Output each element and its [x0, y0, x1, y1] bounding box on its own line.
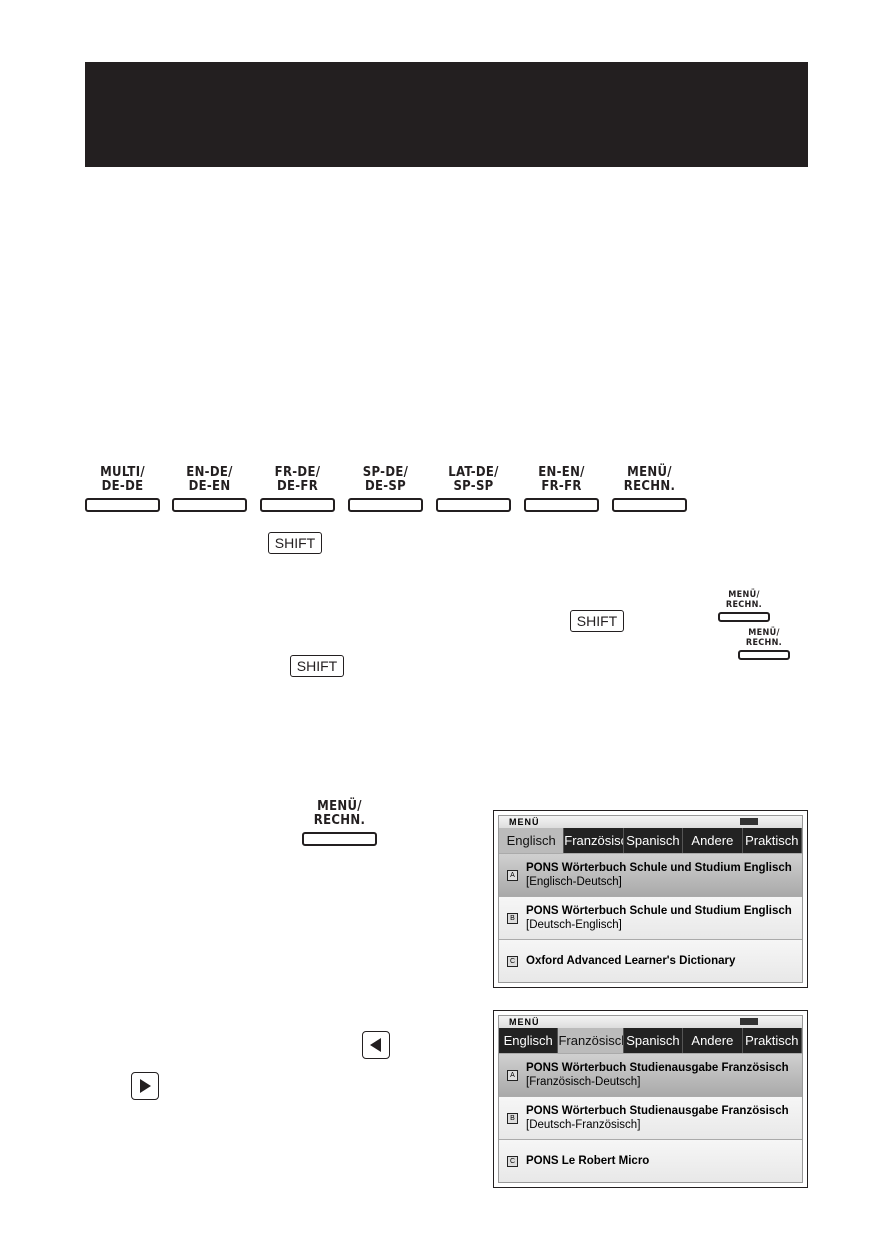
item-title: PONS Wörterbuch Schule und Studium Engli… [526, 862, 792, 874]
item-letter-icon: A [507, 869, 518, 881]
shift-key[interactable]: SHIFT [290, 655, 344, 677]
item-letter-icon: C [507, 955, 518, 967]
tab-praktisch[interactable]: Praktisch [743, 1028, 803, 1053]
dictionary-key[interactable]: MENÜ/RECHN. [612, 466, 687, 512]
menu-rechn-key-small[interactable]: MENÜ/RECHN. [718, 590, 770, 622]
key-label-bottom: RECHN. [745, 638, 783, 648]
dictionary-list-item[interactable]: A PONS Wörterbuch Studienausgabe Französi… [499, 1053, 802, 1096]
key-label-top: FR-DE/ [274, 465, 321, 480]
dictionary-key[interactable]: FR-DE/DE-FR [260, 466, 335, 512]
item-subtitle: [Französisch-Deutsch] [526, 1076, 641, 1088]
key-cap [260, 498, 335, 512]
screen-title-bar: MENÜ [499, 816, 802, 828]
dictionary-key[interactable]: MULTI/DE-DE [85, 466, 160, 512]
key-label-top: MENÜ/ [748, 628, 780, 638]
shift-key[interactable]: SHIFT [570, 610, 624, 632]
right-arrow-key-icon[interactable] [131, 1072, 159, 1100]
key-cap [85, 498, 160, 512]
key-cap [348, 498, 423, 512]
screen-title-bar: MENÜ [499, 1016, 802, 1028]
tab-französisch[interactable]: Französisch [564, 828, 624, 853]
key-label-bottom: RECHN. [313, 813, 366, 828]
tab-praktisch[interactable]: Praktisch [743, 828, 803, 853]
item-title: PONS Wörterbuch Studienausgabe Französis… [526, 1062, 789, 1074]
key-label-top: EN-EN/ [538, 465, 585, 480]
dictionary-list-item[interactable]: B PONS Wörterbuch Schule und Studium Engl… [499, 896, 802, 939]
key-label-top: MULTI/ [100, 465, 145, 480]
item-letter-icon: B [507, 912, 518, 924]
item-subtitle: [Englisch-Deutsch] [526, 876, 622, 888]
item-subtitle: [Deutsch-Englisch] [526, 919, 622, 931]
category-tabs: EnglischFranzösischSpanischAnderePraktis… [499, 828, 803, 853]
item-subtitle: [Deutsch-Französisch] [526, 1119, 641, 1131]
shift-key[interactable]: SHIFT [268, 532, 322, 554]
tab-französisch[interactable]: Französisch [558, 1028, 624, 1053]
menu-rechn-key-small[interactable]: MENÜ/RECHN. [738, 628, 790, 660]
dictionary-list-item[interactable]: B PONS Wörterbuch Studienausgabe Französi… [499, 1096, 802, 1139]
key-label-bottom: RECHN. [725, 600, 763, 610]
tab-andere[interactable]: Andere [683, 828, 743, 853]
key-label-bottom: DE-EN [188, 479, 231, 494]
key-label-bottom: DE-DE [101, 479, 144, 494]
screen-title: MENÜ [509, 1017, 540, 1027]
key-label-top: MENÜ/ [317, 799, 362, 814]
dictionary-key[interactable]: EN-EN/FR-FR [524, 466, 599, 512]
key-cap [172, 498, 247, 512]
dictionary-key[interactable]: SP-DE/DE-SP [348, 466, 423, 512]
key-label-bottom: DE-FR [276, 479, 319, 494]
dictionary-list-item[interactable]: A PONS Wörterbuch Schule und Studium Engl… [499, 853, 802, 896]
key-label-bottom: RECHN. [623, 479, 676, 494]
key-label-bottom: DE-SP [364, 479, 407, 494]
tab-englisch[interactable]: Englisch [499, 1028, 559, 1053]
key-label-top: MENÜ/ [728, 590, 760, 600]
tab-englisch[interactable]: Englisch [499, 828, 565, 853]
key-label-top: LAT-DE/ [448, 465, 499, 480]
item-title: PONS Le Robert Micro [526, 1155, 650, 1167]
item-letter-icon: B [507, 1112, 518, 1124]
key-label-top: SP-DE/ [362, 465, 409, 480]
key-cap [436, 498, 511, 512]
key-label-top: MENÜ/ [627, 465, 672, 480]
item-letter-icon: A [507, 1069, 518, 1081]
tab-andere[interactable]: Andere [683, 1028, 743, 1053]
left-arrow-key-icon[interactable] [362, 1031, 390, 1059]
key-cap [524, 498, 599, 512]
battery-icon [740, 818, 758, 825]
dictionary-key[interactable]: EN-DE/DE-EN [172, 466, 247, 512]
key-label-top: EN-DE/ [186, 465, 233, 480]
battery-icon [740, 1018, 758, 1025]
screen-title: MENÜ [509, 817, 540, 827]
tab-spanisch[interactable]: Spanisch [624, 828, 684, 853]
item-letter-icon: C [507, 1155, 518, 1167]
key-label-bottom: SP-SP [453, 479, 494, 494]
key-label-bottom: FR-FR [541, 479, 582, 494]
section-header-bar [85, 62, 808, 167]
dictionary-key[interactable]: LAT-DE/SP-SP [436, 466, 511, 512]
dictionary-list-item[interactable]: C Oxford Advanced Learner's Dictionary [499, 939, 802, 982]
tab-spanisch[interactable]: Spanisch [624, 1028, 684, 1053]
item-title: PONS Wörterbuch Schule und Studium Engli… [526, 905, 792, 917]
key-cap [612, 498, 687, 512]
device-screen-menu: MENÜEnglischFranzösischSpanischAnderePra… [493, 810, 808, 988]
menu-rechn-key[interactable]: MENÜ/RECHN. [302, 800, 377, 846]
item-title: Oxford Advanced Learner's Dictionary [526, 955, 736, 967]
item-title: PONS Wörterbuch Studienausgabe Französis… [526, 1105, 789, 1117]
dictionary-list-item[interactable]: C PONS Le Robert Micro [499, 1139, 802, 1182]
